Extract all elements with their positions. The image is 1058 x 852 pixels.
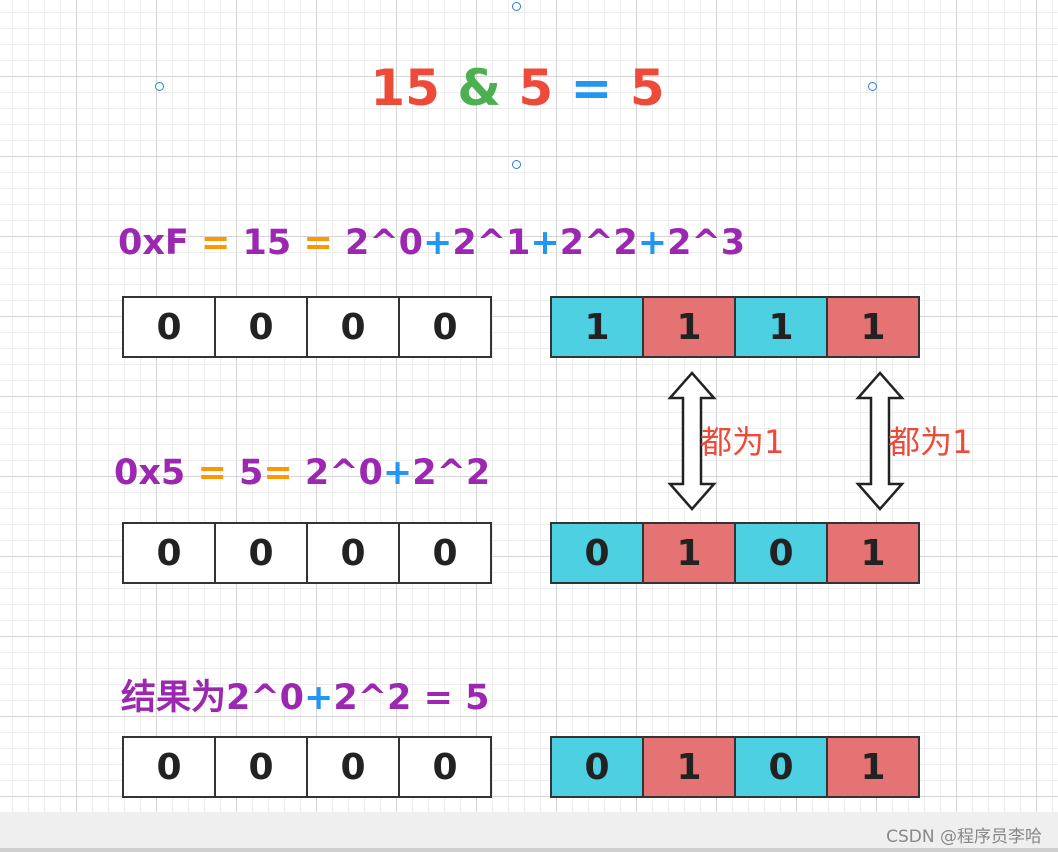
formula-0xF: 0xF = 15 = 2^0+2^1+2^2+2^3 [118, 221, 745, 265]
bit-cell: 0 [550, 736, 644, 798]
formula-1-part-6: 2^2 [412, 453, 491, 493]
formula-2-part-1: + [304, 678, 334, 718]
formula-0-part-1: = [188, 223, 243, 263]
bit-cell: 1 [826, 522, 920, 584]
formula-1-part-1: = [185, 453, 239, 493]
bit-cell: 1 [642, 736, 736, 798]
title-part-1: & [457, 59, 519, 117]
bit-cell: 1 [734, 296, 828, 358]
bit-cell: 1 [826, 736, 920, 798]
bit-cell: 0 [398, 736, 492, 798]
formula-1-part-3: = [263, 453, 305, 493]
formula-1-part-0: 0x5 [114, 453, 186, 493]
formula-2-part-2: 2^2 = 5 [333, 678, 490, 718]
bit-cell: 0 [122, 296, 216, 358]
selection-handle-bottom[interactable] [512, 160, 521, 169]
page-title[interactable]: 15 & 5 = 5 [0, 56, 1035, 120]
bit-cell: 1 [642, 522, 736, 584]
formula-result: 结果为2^0+2^2 = 5 [121, 676, 489, 720]
bit-cell: 0 [734, 522, 828, 584]
selection-handle-right[interactable] [868, 82, 877, 91]
formula-0-part-3: = [291, 223, 345, 263]
double-arrow-icon [855, 371, 905, 511]
bit-cell: 0 [550, 522, 644, 584]
formula-1-part-4: 2^0 [304, 453, 383, 493]
bit-cell: 0 [214, 522, 308, 584]
selection-handle-left[interactable] [155, 82, 164, 91]
formula-0-part-10: 2^3 [667, 223, 746, 263]
title-part-2: 5 [518, 59, 571, 117]
bit-cell: 0 [306, 522, 400, 584]
bit-cell: 0 [214, 296, 308, 358]
formula-0-part-7: + [530, 223, 560, 263]
title-part-4: 5 [629, 59, 665, 117]
formula-0-part-8: 2^2 [559, 223, 638, 263]
bit-cell: 1 [826, 296, 920, 358]
bit-cell: 0 [122, 736, 216, 798]
formula-0-part-4: 2^0 [344, 223, 424, 263]
formula-0x5: 0x5 = 5= 2^0+2^2 [114, 451, 490, 495]
double-arrow-icon [667, 371, 717, 511]
bit-cell: 0 [306, 296, 400, 358]
formula-0-part-6: 2^1 [452, 223, 531, 263]
formula-0-part-0: 0xF [118, 223, 189, 263]
footer-shadow [0, 848, 1058, 852]
note-both-one: 都为1 [700, 423, 785, 461]
bit-cell: 1 [642, 296, 736, 358]
title-part-3: = [570, 59, 630, 117]
selection-handle-top[interactable] [512, 2, 521, 11]
bit-cell: 0 [398, 296, 492, 358]
bit-cell: 0 [122, 522, 216, 584]
title-part-0: 15 [370, 59, 458, 117]
formula-0-part-9: + [637, 223, 668, 263]
bit-cell: 0 [306, 736, 400, 798]
formula-1-part-5: + [382, 453, 413, 493]
formula-0-part-5: + [423, 223, 453, 263]
watermark: CSDN @程序员李哈 [886, 827, 1042, 847]
bit-cell: 0 [214, 736, 308, 798]
note-both-one: 都为1 [888, 423, 973, 461]
bit-cell: 0 [398, 522, 492, 584]
footer-bar [0, 812, 1058, 852]
bit-cell: 1 [550, 296, 644, 358]
formula-1-part-2: 5 [239, 453, 264, 493]
formula-0-part-2: 15 [242, 223, 292, 263]
bit-cell: 0 [734, 736, 828, 798]
formula-2-part-0: 结果为2^0 [121, 678, 305, 718]
